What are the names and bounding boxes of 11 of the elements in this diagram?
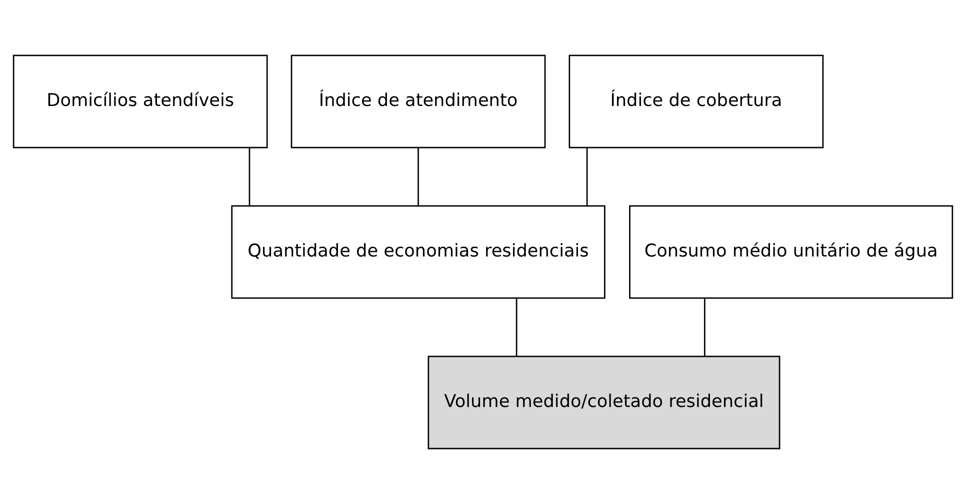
connector	[586, 148, 588, 206]
node-box: Índice de cobertura	[568, 54, 824, 148]
connector	[418, 148, 419, 206]
node-box: Domicílios atendíveis	[12, 54, 268, 148]
node-box: Quantidade de economias residenciais	[231, 205, 606, 299]
connector	[516, 298, 518, 356]
node-box: Volume medido/coletado residencial	[428, 356, 780, 450]
connector	[704, 298, 706, 356]
node-box: Índice de atendimento	[290, 54, 546, 148]
connector	[248, 148, 250, 206]
node-box: Consumo médio unitário de água	[629, 205, 954, 299]
